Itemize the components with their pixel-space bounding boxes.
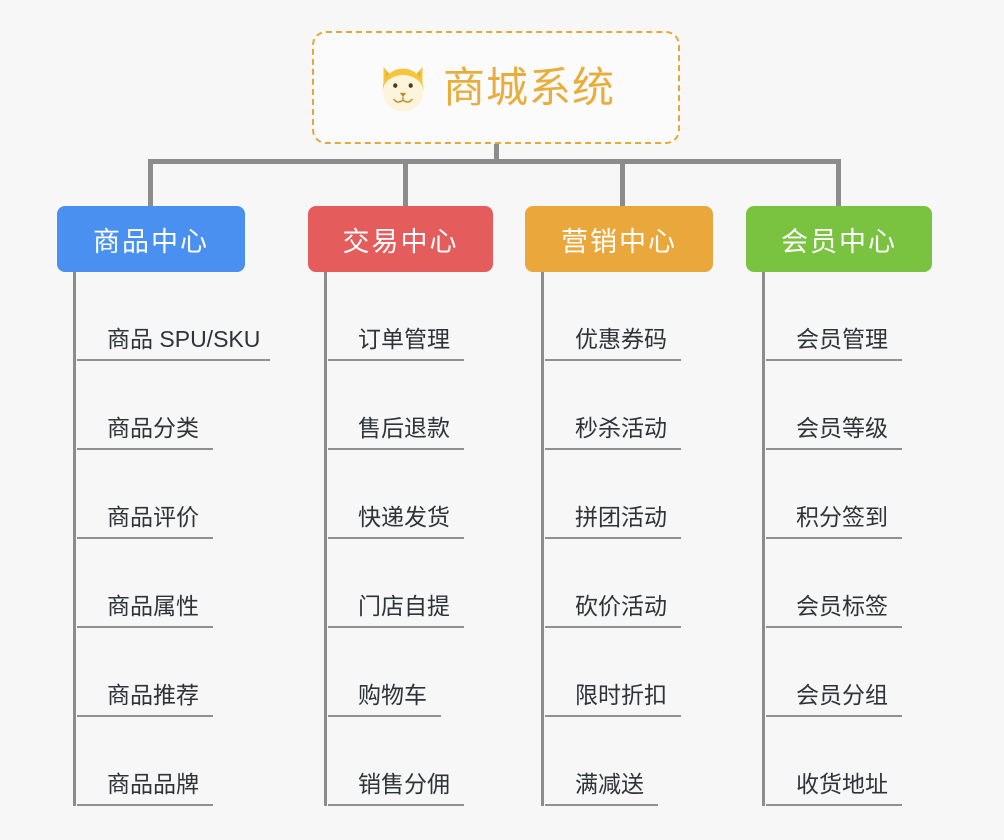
leaf-item[interactable]: 商品推荐 bbox=[77, 628, 245, 717]
leaf-label: 秒杀活动 bbox=[545, 415, 681, 450]
connector-drop-2 bbox=[403, 159, 408, 208]
branch-column-3: 营销中心 优惠券码 秒杀活动 拼团活动 砍价活动 限时折扣 满减送 bbox=[525, 206, 713, 806]
leaf-item[interactable]: 会员标签 bbox=[766, 539, 932, 628]
category-header-4-label: 会员中心 bbox=[781, 226, 897, 257]
leaf-item[interactable]: 会员等级 bbox=[766, 361, 932, 450]
branch-spine-3: 优惠券码 秒杀活动 拼团活动 砍价活动 限时折扣 满减送 bbox=[541, 272, 713, 806]
leaf-label: 会员分组 bbox=[766, 682, 902, 717]
leaf-label: 商品 SPU/SKU bbox=[77, 326, 271, 361]
leaf-label: 购物车 bbox=[328, 682, 441, 717]
leaf-label: 会员等级 bbox=[766, 415, 902, 450]
branch-column-1: 商品中心 商品 SPU/SKU 商品分类 商品评价 商品属性 商品推荐 商品品牌 bbox=[57, 206, 271, 806]
shiba-dog-icon bbox=[382, 66, 424, 112]
connector-drop-1 bbox=[148, 159, 153, 208]
leaf-item[interactable]: 砍价活动 bbox=[545, 539, 713, 628]
leaf-label: 砍价活动 bbox=[545, 593, 681, 628]
leaf-item[interactable]: 商品评价 bbox=[77, 450, 245, 539]
leaf-item[interactable]: 拼团活动 bbox=[545, 450, 713, 539]
leaf-label: 订单管理 bbox=[328, 326, 464, 361]
leaf-item[interactable]: 收货地址 bbox=[766, 717, 932, 806]
leaf-label: 优惠券码 bbox=[545, 326, 681, 361]
leaf-item[interactable]: 限时折扣 bbox=[545, 628, 713, 717]
leaf-item[interactable]: 快递发货 bbox=[328, 450, 493, 539]
leaf-label: 商品评价 bbox=[77, 504, 213, 539]
leaf-label: 收货地址 bbox=[766, 771, 902, 806]
leaf-item[interactable]: 优惠券码 bbox=[545, 272, 713, 361]
category-header-4[interactable]: 会员中心 bbox=[746, 206, 932, 272]
category-header-3[interactable]: 营销中心 bbox=[525, 206, 713, 272]
leaf-label: 拼团活动 bbox=[545, 504, 681, 539]
leaf-label: 商品分类 bbox=[77, 415, 213, 450]
category-header-3-label: 营销中心 bbox=[561, 226, 677, 257]
connector-root-stem bbox=[494, 144, 499, 164]
leaf-item[interactable]: 会员管理 bbox=[766, 272, 932, 361]
leaf-item[interactable]: 商品分类 bbox=[77, 361, 245, 450]
leaf-label: 商品品牌 bbox=[77, 771, 213, 806]
leaf-item[interactable]: 秒杀活动 bbox=[545, 361, 713, 450]
leaf-item[interactable]: 会员分组 bbox=[766, 628, 932, 717]
connector-drop-4 bbox=[836, 159, 841, 208]
leaf-label: 快递发货 bbox=[328, 504, 464, 539]
category-header-2-label: 交易中心 bbox=[342, 226, 459, 257]
leaf-item[interactable]: 门店自提 bbox=[328, 539, 493, 628]
leaf-label: 商品属性 bbox=[77, 593, 213, 628]
leaf-label: 会员管理 bbox=[766, 326, 902, 361]
branch-spine-2: 订单管理 售后退款 快递发货 门店自提 购物车 销售分佣 bbox=[324, 272, 493, 806]
leaf-item[interactable]: 售后退款 bbox=[328, 361, 493, 450]
leaf-item[interactable]: 订单管理 bbox=[328, 272, 493, 361]
branch-spine-4: 会员管理 会员等级 积分签到 会员标签 会员分组 收货地址 bbox=[762, 272, 932, 806]
root-title: 商城系统 bbox=[442, 63, 615, 111]
category-header-1-label: 商品中心 bbox=[93, 226, 209, 257]
connector-drop-3 bbox=[620, 159, 625, 208]
leaf-label: 商品推荐 bbox=[77, 682, 213, 717]
root-node[interactable]: 商城系统 bbox=[312, 31, 680, 144]
leaf-item[interactable]: 商品属性 bbox=[77, 539, 245, 628]
leaf-label: 售后退款 bbox=[328, 415, 464, 450]
leaf-item[interactable]: 商品 SPU/SKU bbox=[77, 272, 271, 361]
leaf-item[interactable]: 满减送 bbox=[545, 717, 713, 806]
leaf-item[interactable]: 商品品牌 bbox=[77, 717, 245, 806]
leaf-label: 限时折扣 bbox=[545, 682, 681, 717]
leaf-label: 积分签到 bbox=[766, 504, 902, 539]
leaf-label: 销售分佣 bbox=[328, 771, 464, 806]
category-header-1[interactable]: 商品中心 bbox=[57, 206, 245, 272]
leaf-label: 门店自提 bbox=[328, 593, 464, 628]
leaf-item[interactable]: 购物车 bbox=[328, 628, 493, 717]
branch-spine-1: 商品 SPU/SKU 商品分类 商品评价 商品属性 商品推荐 商品品牌 bbox=[73, 272, 271, 806]
connector-horizontal-bus bbox=[148, 159, 840, 164]
leaf-label: 会员标签 bbox=[766, 593, 902, 628]
leaf-item[interactable]: 积分签到 bbox=[766, 450, 932, 539]
leaf-label: 满减送 bbox=[545, 771, 658, 806]
branch-column-4: 会员中心 会员管理 会员等级 积分签到 会员标签 会员分组 收货地址 bbox=[746, 206, 932, 806]
branch-column-2: 交易中心 订单管理 售后退款 快递发货 门店自提 购物车 销售分佣 bbox=[308, 206, 493, 806]
leaf-item[interactable]: 销售分佣 bbox=[328, 717, 493, 806]
category-header-2[interactable]: 交易中心 bbox=[308, 206, 493, 272]
